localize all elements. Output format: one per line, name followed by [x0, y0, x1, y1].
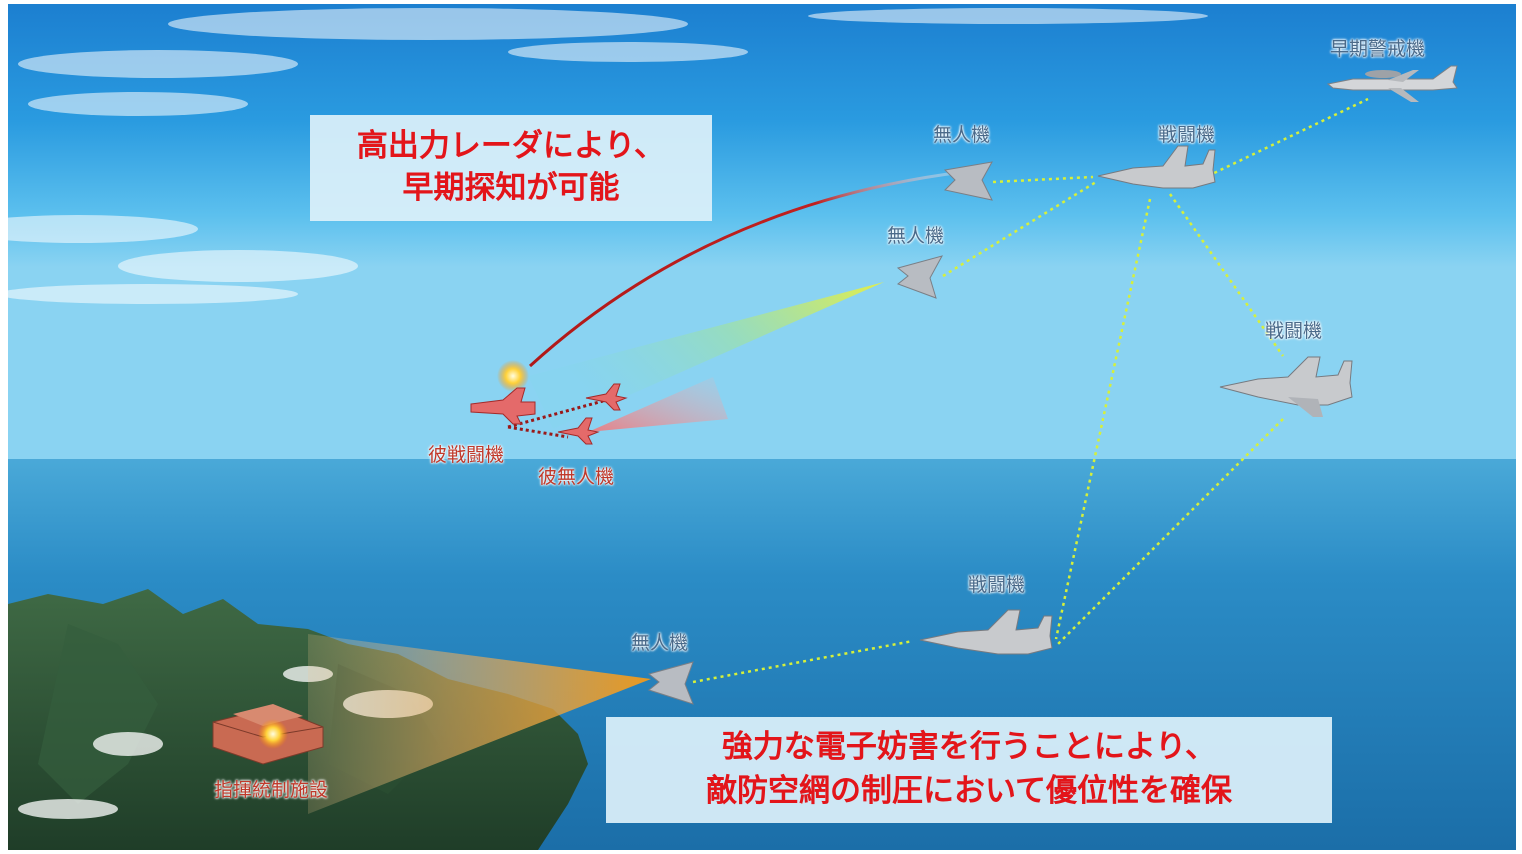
label-enemy-drone: 彼無人機: [538, 466, 615, 488]
callout-radar-line1: 高出力レーダにより、: [356, 128, 666, 164]
label-fighter-right: 戦闘機: [1265, 320, 1323, 342]
missile-track: [528, 170, 964, 368]
diagram-stage: 早期警戒機 無人機 戦闘機 無人機 戦闘機 彼戦闘機 彼無人機 戦闘機 無人機 …: [8, 4, 1516, 850]
callout-radar-line2: 早期探知が可能: [402, 170, 620, 206]
drone-top-icon: [943, 161, 993, 201]
label-drone-top: 無人機: [933, 124, 991, 146]
scene-illustration: [8, 4, 1516, 850]
label-drone-mid: 無人機: [887, 225, 945, 247]
enemy-drone-icon: [585, 383, 628, 411]
enemy-fighter-icon: [470, 387, 536, 425]
aew-aircraft-icon: [1326, 65, 1458, 102]
fighter-bottom-icon: [919, 609, 1053, 655]
callout-radar-detection: 高出力レーダにより、 早期探知が可能: [310, 115, 712, 221]
label-aew: 早期警戒機: [1330, 38, 1426, 60]
fighter-top-icon: [1097, 145, 1216, 189]
callout-ew-line1: 強力な電子妨害を行うことにより、: [721, 729, 1217, 765]
callout-electronic-warfare: 強力な電子妨害を行うことにより、 敵防空網の制圧において優位性を確保: [606, 717, 1332, 823]
label-command-facility: 指揮統制施設: [214, 779, 329, 801]
label-enemy-fighter: 彼戦闘機: [428, 444, 505, 466]
enemy-radar-beam: [588, 377, 728, 432]
label-fighter-bottom: 戦闘機: [968, 574, 1026, 596]
drone-bottom-icon: [647, 661, 694, 705]
callout-ew-line2: 敵防空網の制圧において優位性を確保: [705, 773, 1233, 809]
fighter-right-icon: [1219, 356, 1353, 417]
strike-flash-icon: [258, 719, 288, 749]
clouds: [8, 8, 1208, 304]
datalink-lines: [692, 97, 1369, 684]
drone-mid-icon: [896, 255, 944, 299]
label-drone-bottom: 無人機: [631, 632, 689, 654]
enemy-drone-icon: [557, 417, 600, 445]
impact-flash-icon: [497, 360, 529, 392]
enemy-link-lines: [507, 399, 604, 439]
label-fighter-top: 戦闘機: [1158, 124, 1216, 146]
jamming-beam: [308, 634, 651, 814]
